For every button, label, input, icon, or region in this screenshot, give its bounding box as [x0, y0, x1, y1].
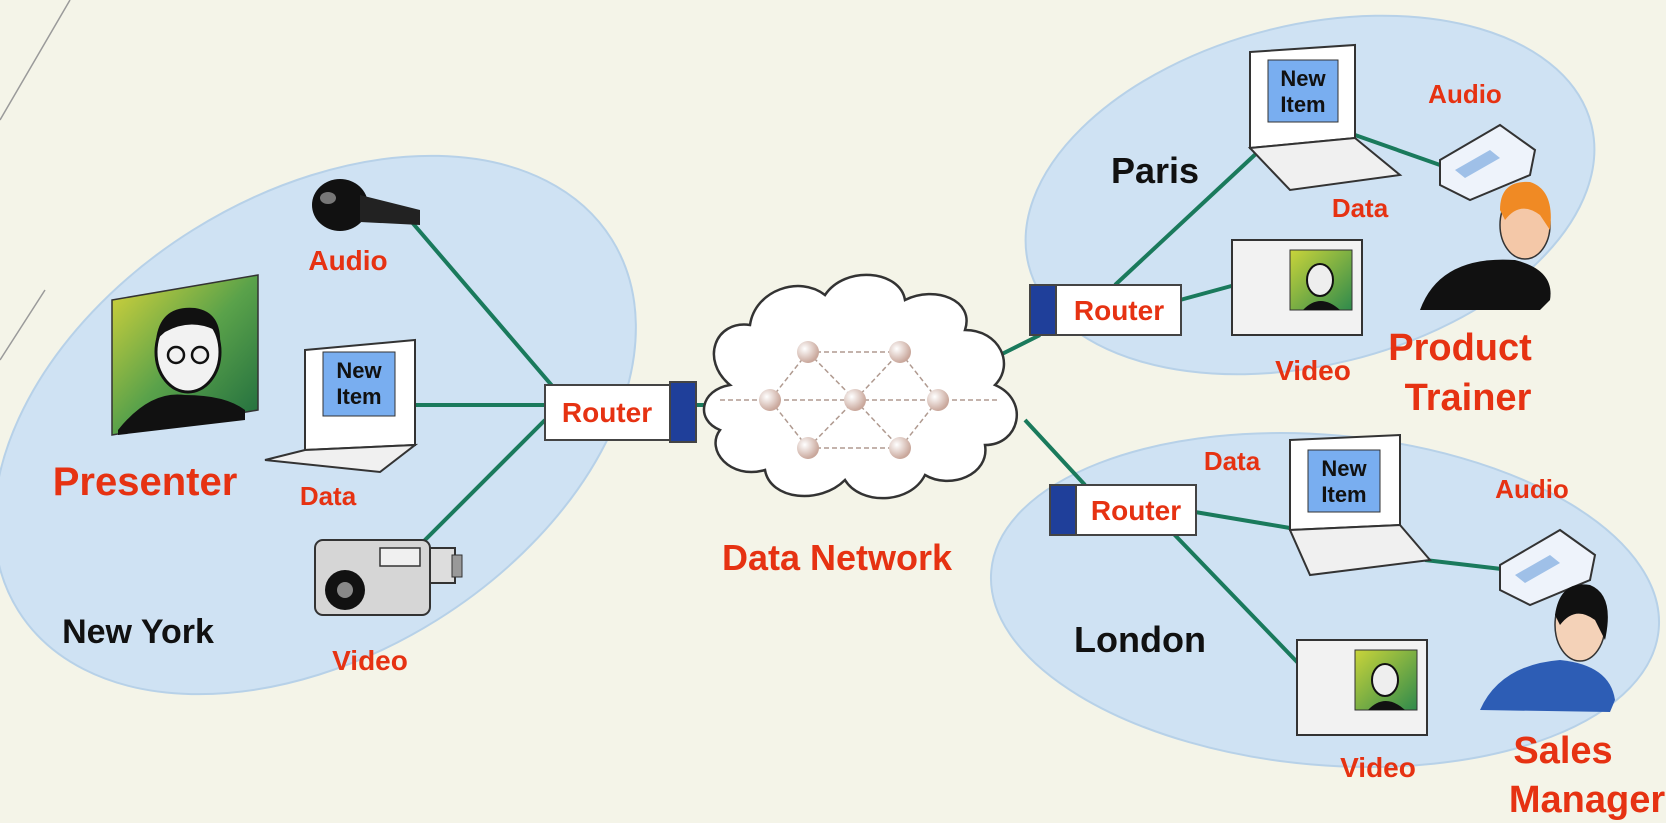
presenter-label: Presenter: [53, 460, 238, 504]
data-network-cloud: [702, 273, 1018, 500]
paris-data-label: Data: [1332, 193, 1389, 223]
link-paris-video: [1179, 283, 1236, 302]
network-node: [889, 437, 911, 459]
link-paris-audio: [1354, 133, 1441, 167]
video-camera-icon: [314, 539, 463, 616]
london-screen-text-2: Item: [1321, 482, 1366, 507]
paris-screen-text-2: Item: [1280, 92, 1325, 117]
corner-line-mid: [0, 289, 46, 361]
paris-laptop-icon: New Item: [1247, 43, 1403, 192]
link-london-laptop: [1194, 510, 1291, 530]
link-london-video: [1168, 528, 1302, 667]
network-node: [797, 341, 819, 363]
corner-line-top: [0, 0, 71, 121]
ny-router-label: Router: [562, 397, 652, 428]
paris-router: Router: [1029, 284, 1182, 336]
link-cloud-paris: [999, 333, 1041, 357]
product-trainer-label-1: Product: [1388, 327, 1532, 369]
link-london-audio: [1424, 558, 1511, 572]
link-paris-laptop: [1113, 148, 1262, 287]
data-network-label: Data Network: [722, 537, 953, 578]
london-data-label: Data: [1204, 446, 1261, 476]
ny-router: Router: [544, 381, 697, 443]
network-node: [797, 437, 819, 459]
paris-audio-label: Audio: [1428, 79, 1502, 109]
london-screen-text-1: New: [1321, 456, 1367, 481]
paris-phone-icon: [1439, 123, 1537, 202]
london-video-label: Video: [1340, 752, 1416, 783]
london-phone-icon: [1499, 528, 1597, 607]
paris-router-label: Router: [1074, 295, 1164, 326]
paris-label: Paris: [1111, 150, 1199, 191]
ny-screen-text-1: New: [336, 358, 382, 383]
network-node: [927, 389, 949, 411]
london-audio-label: Audio: [1495, 474, 1569, 504]
ny-audio-label: Audio: [308, 245, 387, 276]
new-york-label: New York: [62, 613, 214, 651]
microphone-icon: [312, 179, 420, 231]
paris-video-label: Video: [1275, 355, 1351, 386]
london-video-monitor-icon: [1296, 639, 1428, 736]
paris-video-monitor-icon: [1231, 239, 1363, 336]
product-trainer-label-2: Trainer: [1405, 377, 1532, 419]
network-node: [889, 341, 911, 363]
london-router: Router: [1049, 484, 1197, 536]
paris-screen-text-1: New: [1280, 66, 1326, 91]
ny-laptop-icon: New Item: [264, 338, 419, 474]
sales-manager-avatar: [1480, 584, 1615, 712]
ny-data-label: Data: [300, 481, 357, 511]
london-router-label: Router: [1091, 495, 1181, 526]
link-cloud-london: [1023, 418, 1087, 487]
london-laptop-icon: New Item: [1288, 433, 1432, 577]
ny-video-label: Video: [332, 645, 408, 676]
product-trainer-avatar: [1420, 181, 1551, 310]
sales-manager-label-1: Sales: [1513, 730, 1612, 772]
link-ny-audio: [408, 218, 562, 397]
network-node: [844, 389, 866, 411]
ny-screen-text-2: Item: [336, 384, 381, 409]
london-label: London: [1074, 619, 1206, 660]
sales-manager-label-2: Manager: [1509, 779, 1665, 821]
network-node: [759, 389, 781, 411]
link-ny-video: [418, 418, 547, 547]
presenter-portrait: [111, 274, 259, 436]
